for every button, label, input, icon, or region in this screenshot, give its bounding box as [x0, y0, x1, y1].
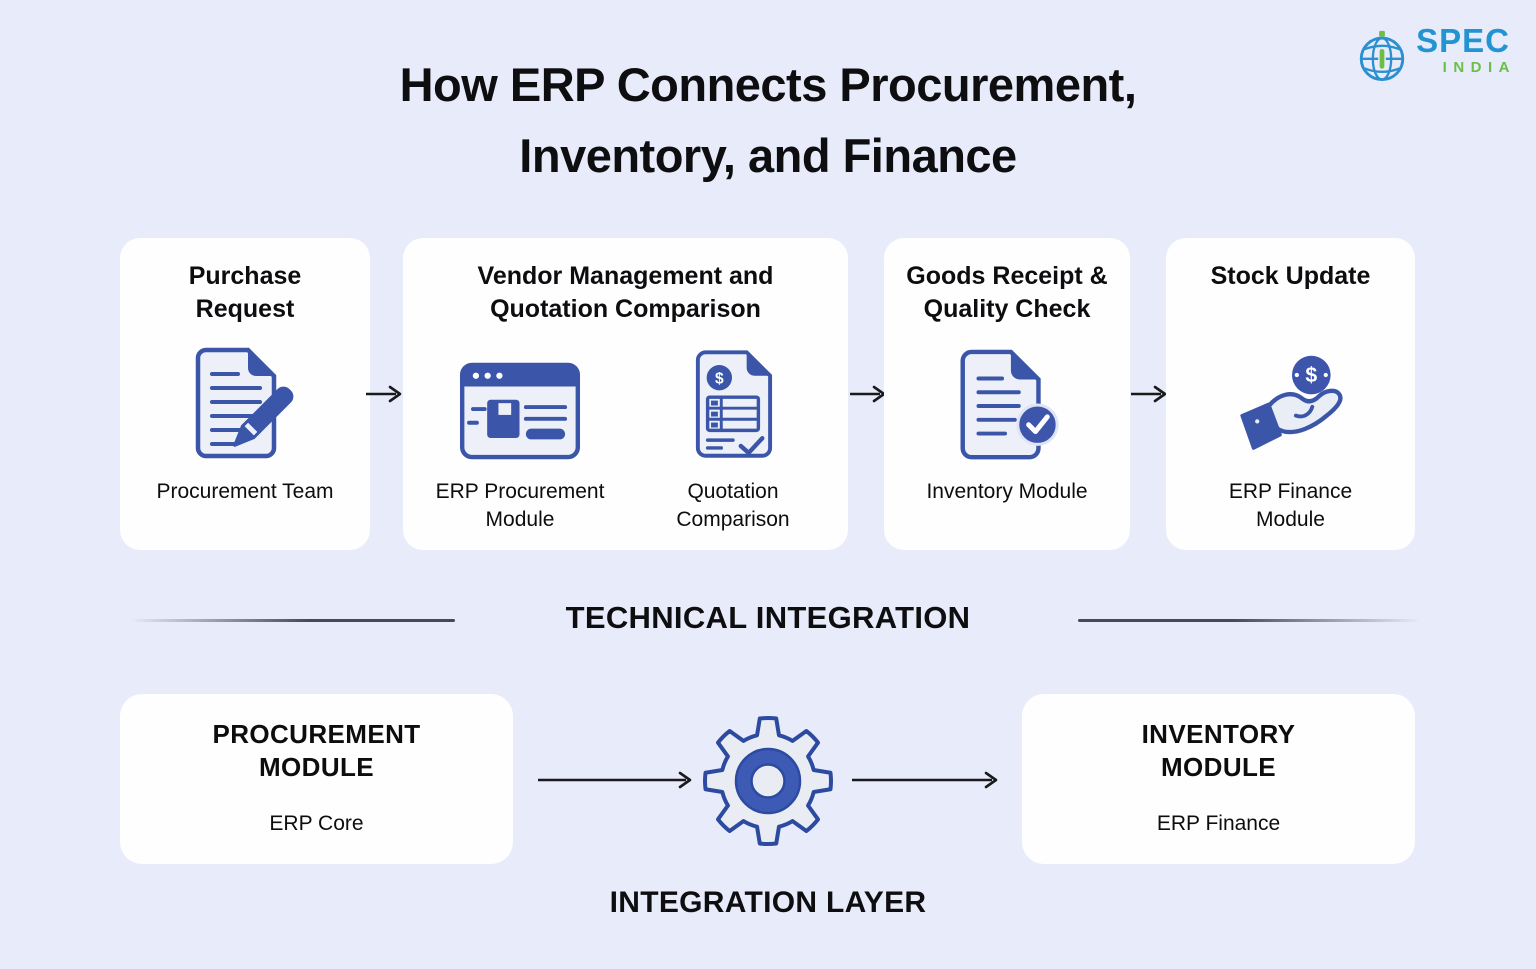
dollar-glyph: $ [1305, 363, 1317, 387]
card-title: Purchase Request [188, 262, 302, 323]
module-card-inventory: INVENTORY MODULE ERP Finance [1022, 694, 1415, 864]
flow-arrow-icon [366, 385, 402, 403]
module-subtitle: ERP Finance [1156, 812, 1281, 835]
card-caption: ERP Procurement Module [435, 480, 605, 531]
page-title: How ERP Connects Procurement, Inventory,… [0, 50, 1536, 191]
flow-card-stock-update: Stock Update $ ERP Finance Module [1166, 238, 1415, 550]
card-title: Stock Update [1210, 262, 1371, 290]
card-caption: Inventory Module [926, 480, 1088, 503]
page-title-line2: Inventory, and Finance [519, 128, 1017, 182]
integration-layer-label: INTEGRATION LAYER [609, 886, 927, 919]
card-title: Vendor Management and Quotation Comparis… [477, 262, 774, 323]
integration-arrow-icon [852, 771, 998, 789]
card-caption: ERP Finance Module [1228, 480, 1353, 531]
logo-text: SPEC INDIA [1416, 24, 1510, 76]
dollar-glyph: $ [715, 371, 724, 388]
erp-browser-icon [459, 362, 581, 460]
flow-arrow-icon [1131, 385, 1167, 403]
technical-integration-heading: TECHNICAL INTEGRATION [565, 600, 971, 635]
hand-coin-icon: $ [1240, 355, 1343, 450]
gear-icon [703, 716, 833, 846]
flow-card-goods-receipt: Goods Receipt & Quality Check Inventory … [884, 238, 1130, 550]
document-pen-icon [195, 347, 294, 459]
divider-line [130, 619, 455, 622]
card-title: Goods Receipt & Quality Check [906, 262, 1108, 323]
module-subtitle: ERP Core [269, 812, 364, 835]
integration-arrow-icon [538, 771, 692, 789]
divider-line [1078, 619, 1420, 622]
flow-card-vendor-management: Vendor Management and Quotation Comparis… [403, 238, 848, 550]
module-title: INVENTORY MODULE [1141, 719, 1296, 782]
quotation-document-icon: $ [695, 350, 773, 458]
module-card-procurement: PROCUREMENT MODULE ERP Core [120, 694, 513, 864]
logo-brand: SPEC [1416, 22, 1510, 59]
flow-card-purchase-request: Purchase Request Procurement Team [120, 238, 370, 550]
spec-india-logo: SPEC INDIA [1355, 24, 1510, 84]
card-caption: Procurement Team [156, 480, 334, 503]
document-check-icon [960, 349, 1059, 460]
module-title: PROCUREMENT MODULE [212, 719, 421, 782]
flow-arrow-icon [850, 385, 886, 403]
logo-country: INDIA [1442, 59, 1516, 76]
globe-icon [1359, 30, 1405, 81]
page-title-line1: How ERP Connects Procurement, [399, 58, 1137, 111]
card-caption: Quotation Comparison [676, 480, 790, 531]
